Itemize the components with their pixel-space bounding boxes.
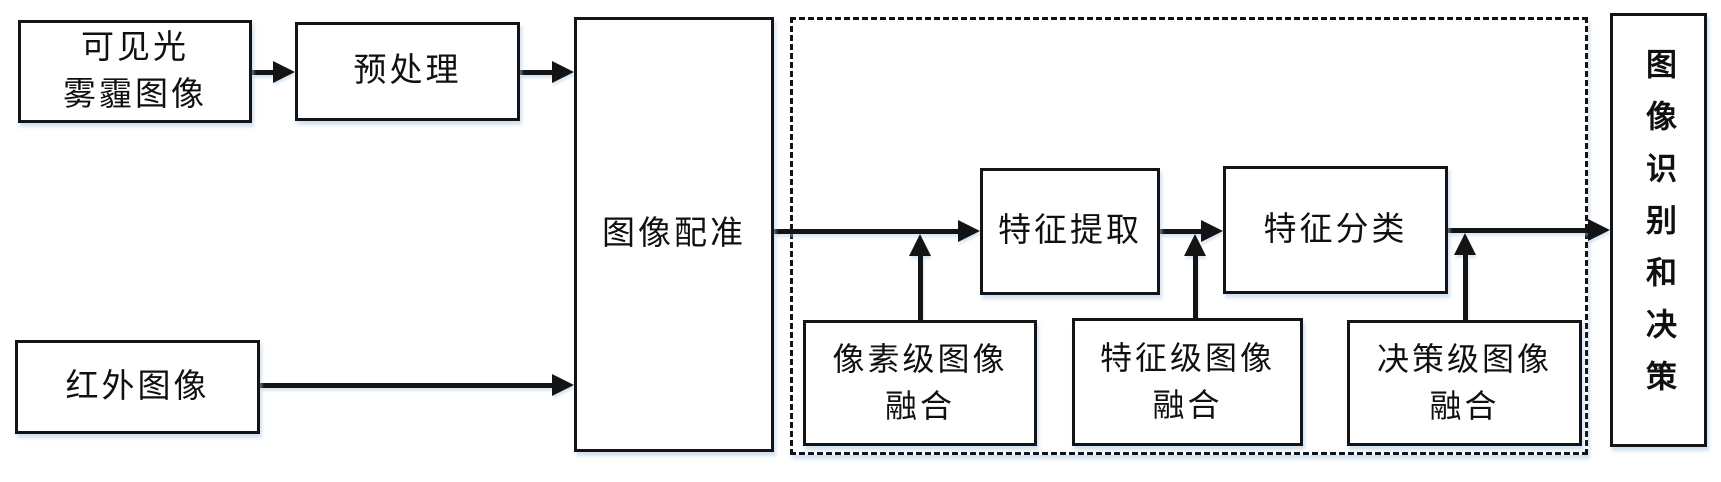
arrowhead-right-icon [552,61,574,83]
node-label-line: 可见光 [81,29,189,66]
arrowhead-right-icon [1588,219,1610,241]
arrow-feature-extraction-to-classification [1160,220,1223,242]
arrow-shaft [1160,228,1201,234]
node-label-line: 雾霾图像 [63,76,207,113]
node-visible-light-haze-image: 可见光 雾霾图像 [18,20,252,123]
arrow-preprocess-to-register [520,61,574,83]
arrow-shaft [1192,256,1198,318]
arrowhead-up-icon [1184,234,1206,256]
node-label: 特征提取 [998,213,1142,249]
arrow-register-to-feature-extraction [774,220,980,242]
node-preprocess: 预处理 [295,22,520,121]
arrowhead-up-icon [1454,233,1476,255]
arrow-shaft [917,256,923,320]
node-feature-level-fusion: 特征级图像 融合 [1072,318,1303,446]
arrowhead-right-icon [273,61,295,83]
arrow-infrared-to-register [260,374,574,396]
node-label-line: 像素级图像 [832,341,1008,377]
node-label: 预处理 [353,53,462,89]
arrow-classification-to-output [1448,219,1610,241]
arrow-pixel-fusion-up [909,234,931,320]
node-label-line: 融合 [884,388,955,424]
node-decision-level-fusion: 决策级图像 融合 [1347,320,1582,446]
arrow-visible-to-preprocess [252,61,295,83]
node-label-line: 融合 [1152,387,1223,423]
node-label-line: 融合 [1429,388,1500,424]
arrow-shaft [1462,255,1468,320]
arrow-decision-fusion-up [1454,233,1476,320]
node-label: 特征分类 [1263,211,1408,248]
node-label-line: 决策级图像 [1376,341,1552,377]
node-feature-classification: 特征分类 [1223,166,1448,294]
fusion-dashed-container [790,17,1588,455]
arrowhead-right-icon [1201,220,1223,242]
node-label-vertical: 图像识别和决策 [1641,48,1676,412]
arrow-feature-fusion-up [1184,234,1206,318]
arrow-shaft [520,69,552,75]
node-label: 红外图像 [65,368,210,405]
node-label-line: 特征级图像 [1099,340,1275,376]
arrowhead-right-icon [552,374,574,396]
arrow-shaft [252,69,273,75]
node-image-recognition-and-decision: 图像识别和决策 [1610,13,1707,447]
node-pixel-level-fusion: 像素级图像 融合 [803,320,1037,446]
arrow-shaft [774,228,958,234]
node-feature-extraction: 特征提取 [980,168,1160,295]
node-label: 图像配准 [602,216,746,252]
arrowhead-up-icon [909,234,931,256]
arrow-shaft [260,382,552,388]
node-image-registration: 图像配准 [574,17,774,452]
arrowhead-right-icon [958,220,980,242]
arrow-shaft [1448,227,1588,233]
node-infrared-image: 红外图像 [15,340,260,434]
